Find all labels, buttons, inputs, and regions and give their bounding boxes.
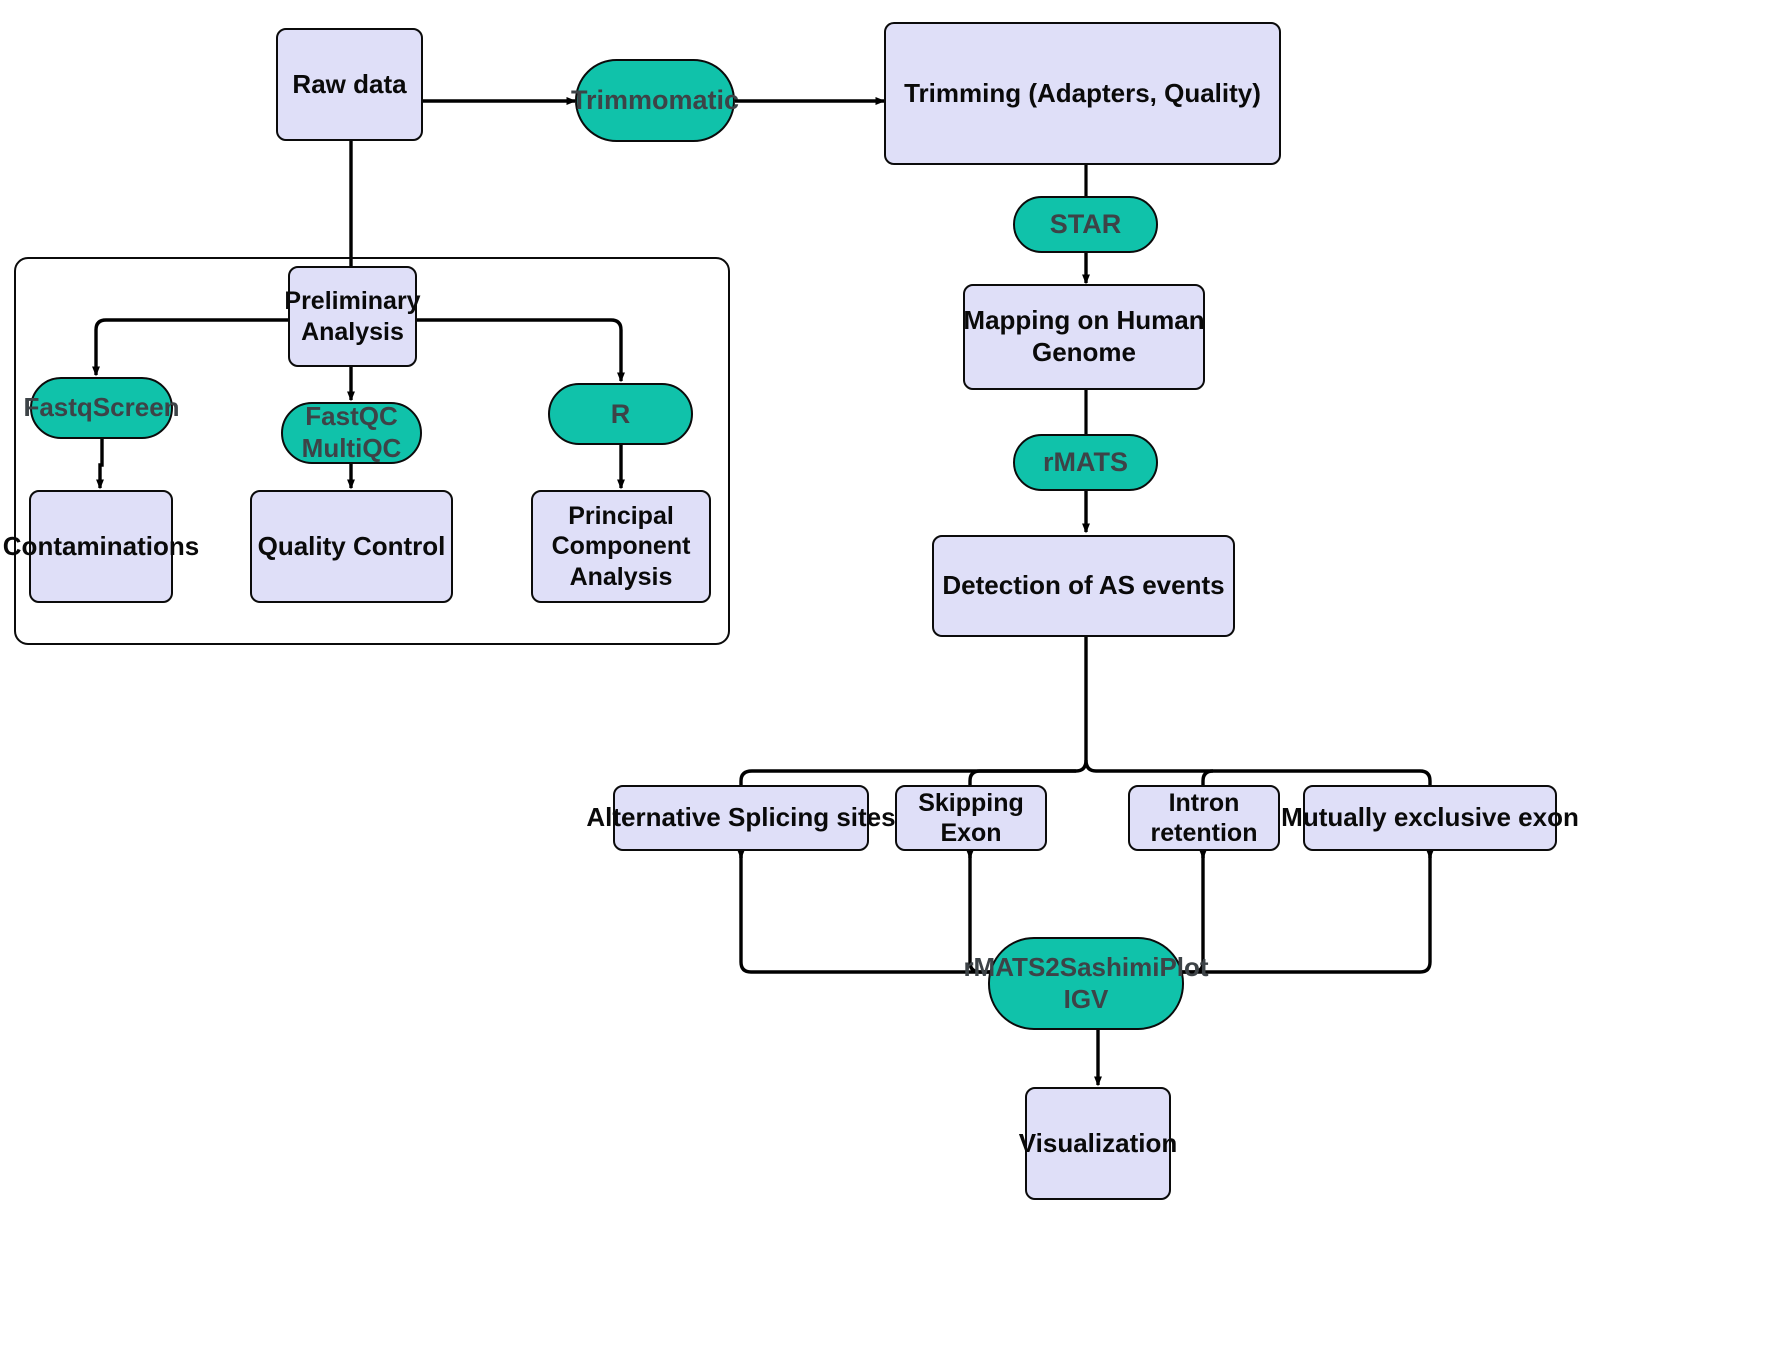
node-raw-data[interactable]: Raw data — [276, 28, 423, 141]
node-quality-control[interactable]: Quality Control — [250, 490, 453, 603]
node-trimmomatic[interactable]: Trimmomatic — [571, 59, 739, 142]
node-mutually-exclusive-exon[interactable]: Mutually exclusive exon — [1281, 785, 1579, 851]
node-pca-label-line-1: Principal — [568, 501, 674, 530]
edge-detection-trunk — [1075, 637, 1088, 773]
node-principal-component-analysis[interactable]: Principal Component Analysis — [531, 490, 711, 603]
node-intron-retention-label-line-2: retention — [1150, 819, 1258, 847]
node-mapping-label-line-2: Genome — [1031, 337, 1137, 367]
edge-mutually-exclusive-exon-to-sashimi — [1172, 851, 1432, 974]
node-rmats2sashimiplot-igv[interactable]: rMATS2SashimiPlot IGV — [963, 937, 1209, 1030]
node-visualization-label: Visualization — [1018, 1127, 1178, 1158]
edge-intron-retention-to-sashimi — [1172, 851, 1205, 974]
node-detection-of-as-events[interactable]: Detection of AS events — [932, 535, 1235, 637]
node-star[interactable]: STAR — [1013, 196, 1158, 253]
node-skipping-exon-label-line-2: Exon — [940, 819, 1002, 847]
node-quality-control-label: Quality Control — [257, 530, 446, 561]
node-fastqscreen[interactable]: FastqScreen — [23, 377, 180, 439]
node-r-label: R — [610, 398, 631, 429]
node-rmats[interactable]: rMATS — [1013, 434, 1158, 491]
node-raw-data-label: Raw data — [292, 68, 407, 99]
node-fastqc-label-line-2: MultiQC — [301, 433, 402, 463]
node-alt-splicing-sites-label: Alternative Splicing sites — [586, 802, 896, 833]
node-fastqc-multiqc[interactable]: FastQC MultiQC — [281, 401, 422, 464]
node-intron-retention-label-line-1: Intron — [1168, 788, 1240, 817]
edge-alt-splicing-sites-to-sashimi — [739, 851, 1000, 974]
node-sashimi-label-line-2: IGV — [1063, 983, 1109, 1014]
subgraph-preliminary-analysis — [14, 257, 730, 645]
node-contaminations[interactable]: Contaminations — [3, 490, 199, 603]
node-star-label: STAR — [1049, 209, 1122, 240]
node-intron-retention[interactable]: Intron retention — [1128, 785, 1280, 851]
node-fastqscreen-label: FastqScreen — [23, 392, 180, 423]
node-mutually-exclusive-exon-label: Mutually exclusive exon — [1281, 802, 1579, 833]
node-visualization[interactable]: Visualization — [1019, 1087, 1177, 1200]
node-pca-label-line-2: Component — [551, 532, 691, 561]
node-sashimi-label-line-1: rMATS2SashimiPlot — [963, 951, 1209, 982]
node-pca-label-line-3: Analysis — [569, 562, 673, 591]
node-rmats-label: rMATS — [1043, 447, 1128, 478]
node-r[interactable]: R — [548, 383, 693, 445]
node-trimming[interactable]: Trimming (Adapters, Quality) — [884, 22, 1281, 165]
node-alternative-splicing-sites[interactable]: Alternative Splicing sites — [586, 785, 896, 851]
node-preliminary-label-line-1: Preliminary — [284, 287, 421, 315]
node-trimming-label: Trimming (Adapters, Quality) — [904, 77, 1261, 108]
node-skipping-exon-label-line-1: Skipping — [918, 788, 1024, 817]
node-mapping-label-line-1: Mapping on Human — [963, 305, 1205, 336]
node-detection-label: Detection of AS events — [942, 570, 1225, 601]
edge-skipping-exon-to-sashimi — [968, 851, 1000, 974]
node-preliminary-label-line-2: Analysis — [301, 317, 404, 346]
node-fastqc-label-line-1: FastQC — [305, 401, 398, 432]
node-contaminations-label: Contaminations — [2, 530, 200, 561]
node-skipping-exon[interactable]: Skipping Exon — [895, 785, 1047, 851]
node-trimmomatic-label: Trimmomatic — [570, 85, 740, 116]
node-preliminary-analysis[interactable]: Preliminary Analysis — [284, 266, 421, 367]
node-mapping-on-human-genome[interactable]: Mapping on Human Genome — [963, 284, 1205, 390]
edge-detection-fan-right — [1084, 759, 1420, 773]
